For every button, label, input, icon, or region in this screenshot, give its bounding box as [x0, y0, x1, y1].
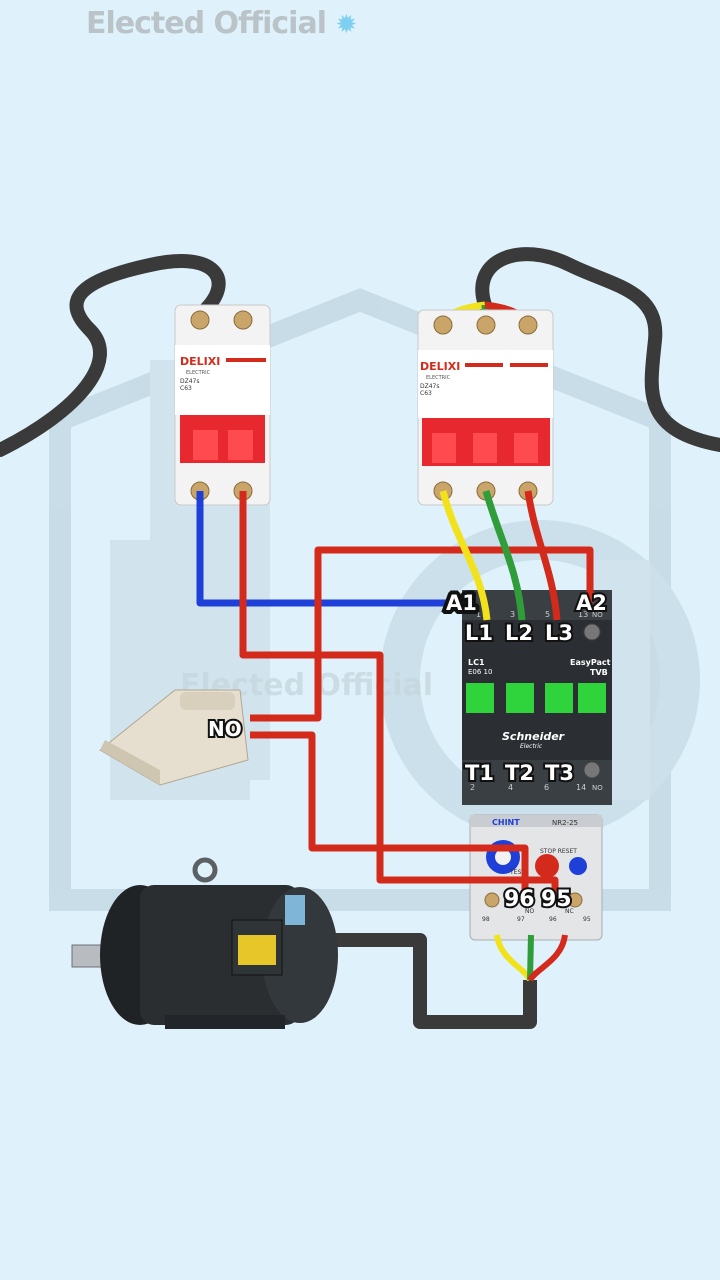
breaker-triple-model: DZ47s: [420, 383, 440, 390]
wire-red-a2-loop: [250, 546, 594, 722]
gear-badge-icon: ✹: [335, 10, 357, 40]
relay-small-97: 97: [517, 916, 525, 923]
contactor-small-top-no: NO: [592, 611, 603, 619]
breaker-single-model: DZ47s: [180, 378, 200, 385]
watermark-brand-text: Elected Official: [86, 6, 327, 41]
breaker-three-pole: DELIXI ELECTRIC DZ47s C63: [417, 309, 554, 506]
terminal-label-t2: T2: [505, 761, 534, 785]
wire-red-to-l3: [524, 490, 561, 621]
terminal-label-t3: T3: [545, 761, 574, 785]
breaker-single-pole: DELIXI ELECTRIC DZ47s C63: [174, 304, 271, 506]
contactor: LC1 E06 10 EasyPact TVB Schneider Electr…: [462, 590, 612, 805]
wire-red-footswitch-to-96: [250, 731, 529, 893]
contactor-series-line2: TVB: [590, 668, 608, 677]
relay-model: NR2-25: [552, 819, 578, 827]
contactor-small-bottom-no: NO: [592, 784, 603, 792]
contactor-model-line2: E06 10: [468, 668, 492, 676]
supply-cable-single-phase: [0, 254, 226, 457]
relay-stop-reset: STOP RESET: [540, 848, 577, 855]
relay-small-95: 95: [583, 916, 591, 923]
footswitch-no-label: NO: [208, 717, 242, 741]
relay-small-98: 98: [482, 916, 490, 923]
terminal-label-l2: L2: [505, 621, 533, 645]
breaker-single-brand: DELIXI: [180, 355, 220, 368]
electric-motor: [71, 857, 338, 1029]
contactor-small-bottom-14: 14: [576, 783, 586, 792]
terminal-label-t1: T1: [465, 761, 494, 785]
breaker-single-sub: ELECTRIC: [186, 370, 211, 376]
contactor-small-top-5: 5: [545, 610, 550, 619]
contactor-small-bottom-2: 2: [470, 783, 475, 792]
relay-test: TEST: [509, 869, 525, 876]
breaker-triple-brand: DELIXI: [420, 360, 460, 373]
wire-green-to-l2: [482, 490, 526, 621]
relay-small-96: 96: [549, 916, 557, 923]
wire-green-to-motor: [527, 934, 534, 981]
contactor-brand: Schneider: [502, 730, 565, 743]
contactor-small-bottom-4: 4: [508, 783, 513, 792]
terminal-label-96: 96: [504, 887, 535, 912]
terminal-label-a1: A1: [446, 591, 477, 615]
terminal-label-95: 95: [541, 887, 572, 912]
terminal-label-a2: A2: [576, 591, 607, 615]
breaker-triple-sub: ELECTRIC: [426, 375, 451, 381]
relay-brand: CHINT: [492, 818, 520, 827]
motor-cable: [330, 933, 537, 1029]
contactor-small-top-3: 3: [510, 610, 515, 619]
terminal-label-l3: L3: [545, 621, 573, 645]
wire-red-line-to-95: [239, 491, 559, 893]
wire-yellow-to-motor: [494, 934, 533, 982]
breaker-triple-rating: C63: [420, 390, 432, 397]
supply-cable-three-phase: [475, 247, 720, 452]
relay-no-label: NO: [525, 908, 534, 915]
contactor-small-top-13: 13: [578, 610, 588, 619]
breaker-single-rating: C63: [180, 385, 192, 392]
contactor-small-top-1: 1: [476, 610, 481, 619]
wire-yellow-to-l1: [439, 490, 491, 621]
wire-neutral-blue-to-a1: [196, 491, 460, 607]
watermark-brand: Elected Official ✹: [86, 6, 357, 41]
contactor-model-line1: LC1: [468, 658, 485, 667]
contactor-brand-sub: Electric: [520, 743, 543, 750]
wire-red-to-motor: [527, 934, 568, 982]
contactor-small-bottom-6: 6: [544, 783, 549, 792]
terminal-label-l1: L1: [465, 621, 493, 645]
contactor-series-line1: EasyPact: [570, 658, 611, 667]
relay-nc-label: NC: [565, 908, 574, 915]
foot-switch: [99, 689, 249, 786]
